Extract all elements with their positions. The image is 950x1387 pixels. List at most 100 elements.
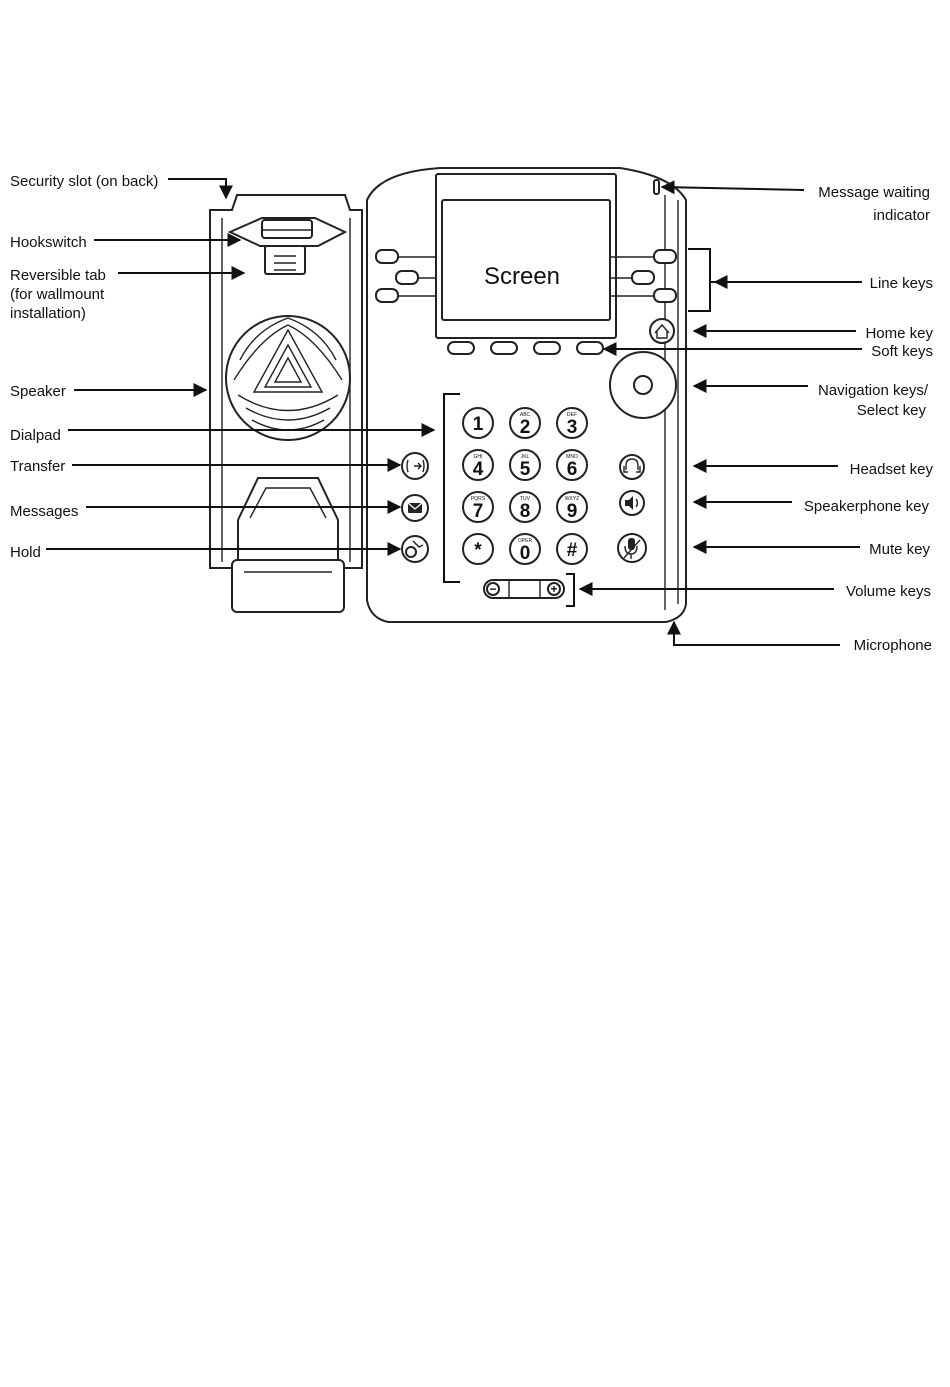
messages-key[interactable]	[401, 494, 429, 522]
label-home-key: Home key	[865, 325, 933, 342]
dialpad-key-digit: 7	[473, 501, 484, 522]
dialpad-key-letters: MNO	[566, 454, 578, 460]
line-key-right-2[interactable]	[631, 270, 655, 285]
dialpad-key-hash[interactable]: #	[556, 533, 588, 565]
dialpad-key-digit: 9	[567, 501, 578, 522]
label-soft-keys: Soft keys	[871, 343, 933, 360]
soft-key-4[interactable]	[576, 341, 604, 355]
dialpad-key-digit: 1	[473, 414, 484, 435]
hold-key[interactable]	[401, 535, 429, 563]
label-mute-key: Mute key	[869, 541, 930, 558]
soft-key-3[interactable]	[533, 341, 561, 355]
dialpad-key-digit: 6	[567, 459, 578, 480]
dialpad-key-letters: OPER	[518, 538, 533, 544]
dialpad-key-letters: JKL	[521, 454, 530, 460]
hold-icon	[405, 546, 417, 558]
label-hold: Hold	[10, 544, 41, 561]
label-message-waiting-1: Message waiting	[818, 184, 930, 201]
label-navigation-1: Navigation keys/	[818, 382, 929, 399]
label-message-waiting-2: indicator	[873, 207, 930, 224]
message-waiting-led	[653, 179, 660, 195]
label-navigation-2: Select key	[857, 402, 927, 419]
handset-foot	[231, 477, 345, 613]
microphone-icon	[628, 538, 635, 550]
dialpad-key-digit: *	[474, 540, 482, 561]
soft-key-2[interactable]	[490, 341, 518, 355]
line-key-right-3[interactable]	[653, 288, 677, 303]
navigation-keys[interactable]	[609, 351, 677, 419]
headset-icon	[623, 458, 641, 473]
volume-down-button[interactable]	[486, 582, 500, 596]
dialpad-key-digit: 0	[520, 543, 531, 564]
label-line-keys: Line keys	[870, 275, 933, 292]
label-reversible-tab-1: Reversible tab	[10, 267, 106, 284]
screen-display	[441, 199, 611, 321]
label-headset-key: Headset key	[850, 461, 934, 478]
dialpad-key-star[interactable]: *	[462, 533, 494, 565]
dialpad-key-letters: WXYZ	[565, 496, 579, 502]
mute-key[interactable]	[617, 533, 647, 563]
dialpad-key-letters: TUV	[520, 496, 531, 502]
dialpad-key-letters: ABC	[520, 412, 531, 418]
dialpad-key-digit: 5	[520, 459, 531, 480]
line-keys-right	[610, 249, 677, 303]
soft-key-1[interactable]	[447, 341, 475, 355]
line-key-left-3[interactable]	[375, 288, 399, 303]
dialpad-key-letters: GHI	[474, 454, 483, 460]
headset-key[interactable]	[619, 454, 645, 480]
transfer-key[interactable]	[401, 452, 429, 480]
dialpad-key-1[interactable]: 1	[462, 407, 494, 439]
dialpad-key-digit: 8	[520, 501, 531, 522]
label-hookswitch: Hookswitch	[10, 234, 87, 251]
arrow-security-slot	[168, 178, 233, 200]
speakerphone-key[interactable]	[619, 490, 645, 516]
dialpad-key-letters: PQRS	[471, 496, 486, 502]
volume-minus-glyph: −	[489, 582, 496, 596]
dialpad-key-digit: 4	[473, 459, 484, 480]
phone-body: Screen	[366, 167, 687, 623]
callout-arrows	[46, 178, 862, 646]
volume-plus-glyph: +	[550, 582, 557, 596]
labels: Security slot (on back) Hookswitch Rever…	[10, 173, 933, 654]
label-messages: Messages	[10, 503, 78, 520]
home-key[interactable]	[649, 318, 675, 344]
volume-up-button[interactable]	[547, 582, 561, 596]
label-reversible-tab-2: (for wallmount	[10, 286, 105, 303]
screen-label: Screen	[484, 263, 560, 290]
transfer-icon	[406, 459, 425, 473]
dialpad-key-digit: 3	[567, 417, 578, 438]
dialpad-bracket	[443, 393, 460, 583]
line-key-right-1[interactable]	[653, 249, 677, 264]
arrow-message-waiting	[660, 180, 805, 195]
dialpad-key-digit: 2	[520, 417, 531, 438]
speaker-icon	[625, 496, 633, 510]
label-transfer: Transfer	[10, 458, 65, 475]
line-key-left-2[interactable]	[395, 270, 419, 285]
label-speakerphone-key: Speakerphone key	[804, 498, 930, 515]
volume-keys[interactable]: − +	[483, 579, 565, 599]
label-volume-keys: Volume keys	[846, 583, 931, 600]
speaker-grille	[225, 315, 351, 441]
select-key[interactable]	[633, 375, 653, 395]
arrow-microphone	[667, 620, 840, 646]
hookswitch-part	[227, 217, 348, 275]
label-reversible-tab-3: installation)	[10, 305, 86, 322]
label-microphone: Microphone	[854, 637, 932, 654]
dialpad-key-digit: #	[567, 540, 578, 561]
home-icon	[654, 323, 670, 339]
line-key-left-1[interactable]	[375, 249, 399, 264]
label-dialpad: Dialpad	[10, 427, 61, 444]
soft-keys	[447, 341, 604, 355]
line-keys-left	[375, 249, 436, 303]
